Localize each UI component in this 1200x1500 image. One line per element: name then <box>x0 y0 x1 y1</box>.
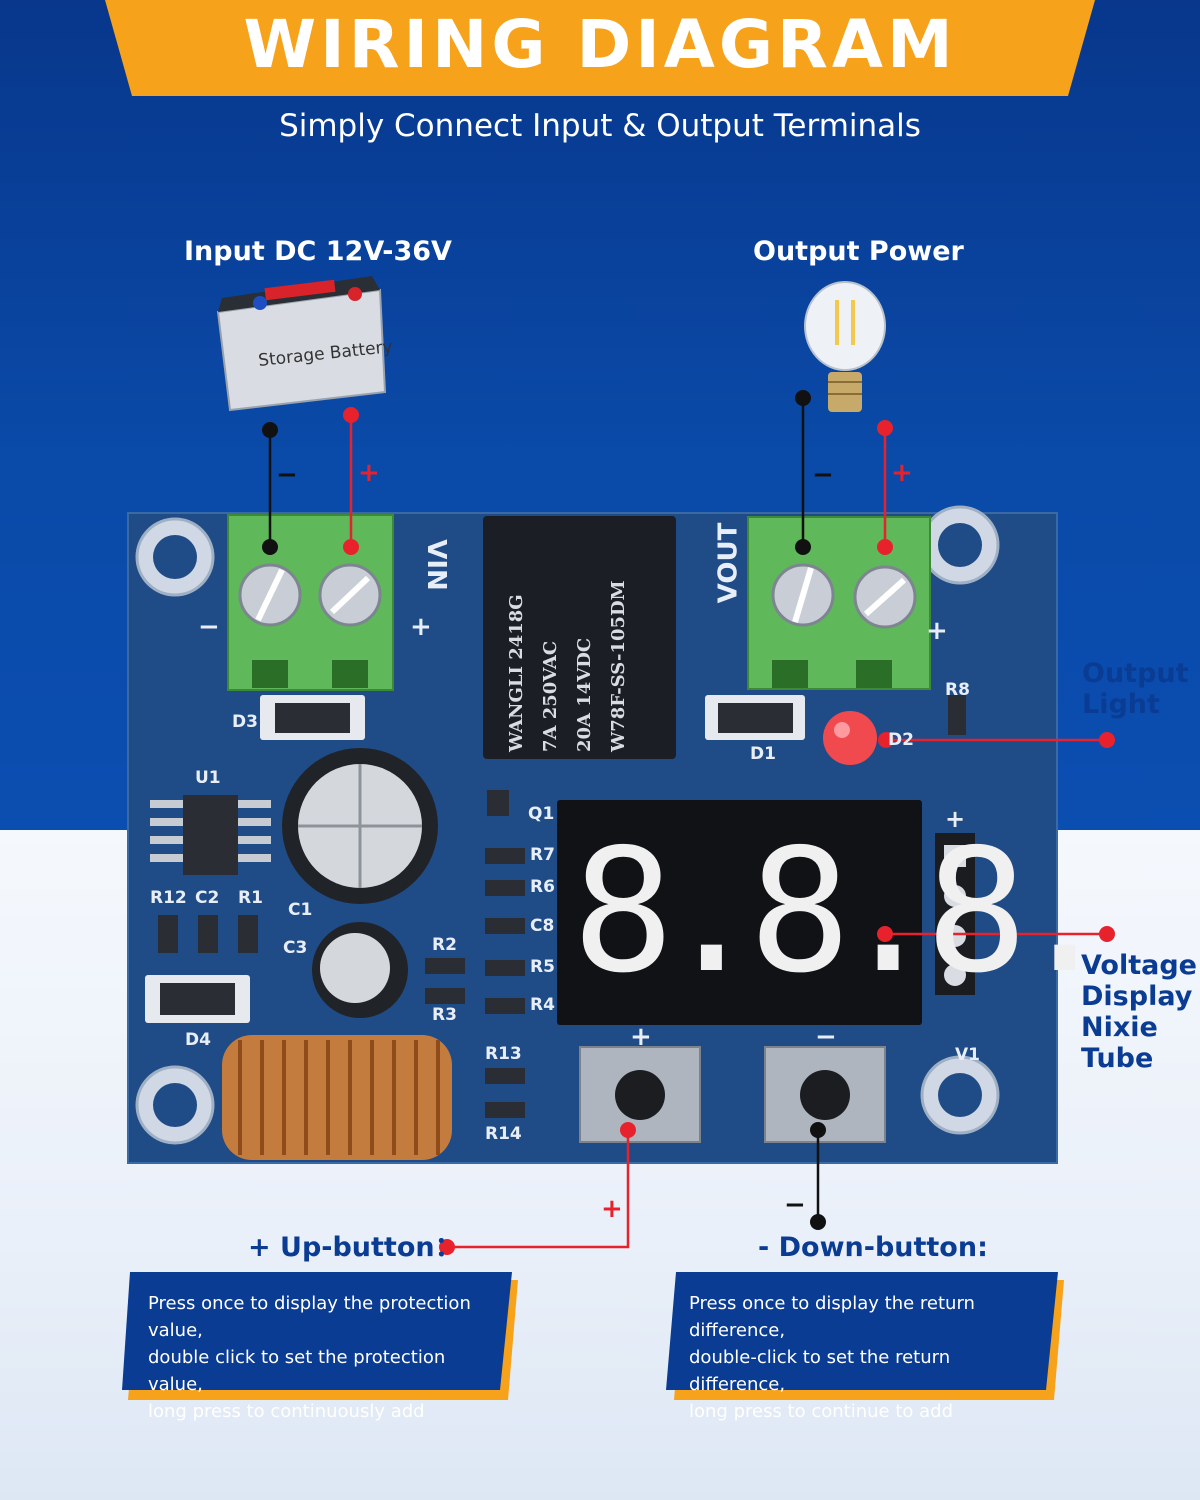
output-plus-sign: + <box>891 458 913 488</box>
label-r14: R14 <box>485 1124 522 1144</box>
vin-label: VIN <box>420 539 451 591</box>
label-u1: U1 <box>195 768 221 788</box>
label-r13: R13 <box>485 1044 522 1064</box>
input-label: Input DC 12V-36V <box>184 236 452 267</box>
voltage-display-line-4: Tube <box>1081 1043 1154 1074</box>
vout-label: VOUT <box>713 522 744 604</box>
up-plus-sign: + <box>601 1194 623 1224</box>
label-v1: V1 <box>955 1045 980 1065</box>
input-plus-sign: + <box>358 458 380 488</box>
down-desc-line-1: Press once to display the return differe… <box>689 1293 975 1341</box>
page-title: WIRING DIAGRAM <box>243 6 957 83</box>
voltage-display-line-1: Voltage <box>1081 950 1197 981</box>
output-terminal <box>747 516 931 690</box>
label-r7: R7 <box>530 845 555 865</box>
voltage-display-label: Voltage Display Nixie Tube <box>1081 950 1197 1074</box>
down-button-title: - Down-button: <box>758 1232 988 1263</box>
down-button-description: Press once to display the return differe… <box>671 1276 1061 1439</box>
relay <box>483 516 676 759</box>
label-c8: C8 <box>530 916 555 936</box>
down-minus-sign: − <box>784 1190 806 1220</box>
up-desc-line-2: double click to set the protection value… <box>148 1347 446 1395</box>
label-r1: R1 <box>238 888 263 908</box>
up-button-title: + Up-button： <box>248 1232 462 1263</box>
label-q1: Q1 <box>528 804 555 824</box>
label-c1: C1 <box>288 900 313 920</box>
source-load-icons <box>216 276 886 412</box>
label-d4: D4 <box>185 1030 211 1050</box>
output-label: Output Power <box>753 236 964 267</box>
relay-line-2: 7A 250VAC <box>540 640 561 752</box>
up-desc-line-1: Press once to display the protection val… <box>148 1293 471 1341</box>
output-light-line-1: Output <box>1082 658 1189 689</box>
seven-segment-display <box>557 800 922 1025</box>
label-c3: C3 <box>283 938 308 958</box>
label-r6: R6 <box>530 877 555 897</box>
label-d1: D1 <box>750 744 776 764</box>
voltage-display-line-2: Display <box>1081 981 1193 1012</box>
header-banner <box>105 0 1095 96</box>
label-r8: R8 <box>945 680 970 700</box>
relay-markings: WANGLI 2418G 7A 250VAC 20A 14VDC W78F-SS… <box>500 492 636 752</box>
input-terminal <box>227 514 394 691</box>
board-plus-in: + <box>410 612 432 642</box>
button-minus-silk: − <box>815 1022 837 1052</box>
header-plus-silk: + <box>945 805 966 833</box>
led-icon <box>823 711 877 765</box>
button-plus-silk: + <box>630 1022 652 1052</box>
relay-line-1: WANGLI 2418G <box>506 594 527 752</box>
label-r2: R2 <box>432 935 457 955</box>
label-r3: R3 <box>432 1005 457 1025</box>
relay-line-3: 20A 14VDC <box>574 637 595 752</box>
label-r5: R5 <box>530 957 555 977</box>
voltage-display-line-3: Nixie <box>1081 1012 1158 1043</box>
u1-chip <box>183 795 238 875</box>
up-button-description: Press once to display the protection val… <box>130 1276 510 1439</box>
up-desc-line-3: long press to continuously add <box>148 1401 425 1422</box>
label-r4: R4 <box>530 995 555 1015</box>
board-minus-in: − <box>198 612 220 642</box>
battery-icon <box>216 276 387 412</box>
label-d2: D2 <box>888 730 914 750</box>
push-button-icon <box>579 1046 886 1143</box>
down-desc-line-2: double-click to set the return differenc… <box>689 1347 951 1395</box>
relay-line-4: W78F-SS-105DM <box>608 580 629 752</box>
output-light-line-2: Light <box>1082 689 1160 720</box>
display-digits: 8.8.8. <box>572 813 1116 1011</box>
input-minus-sign: − <box>276 460 298 490</box>
label-r12: R12 <box>150 888 187 908</box>
output-minus-sign: − <box>812 460 834 490</box>
down-desc-line-3: long press to continue to add <box>689 1401 954 1422</box>
inductor-coil-icon <box>222 1035 452 1160</box>
light-bulb-icon <box>804 281 886 412</box>
board-plus-out: + <box>926 616 948 646</box>
label-d3: D3 <box>232 712 258 732</box>
page-subtitle: Simply Connect Input & Output Terminals <box>279 108 921 144</box>
label-c2: C2 <box>195 888 220 908</box>
output-light-label: Output Light <box>1082 658 1189 720</box>
capacitor-icon <box>282 748 438 1018</box>
